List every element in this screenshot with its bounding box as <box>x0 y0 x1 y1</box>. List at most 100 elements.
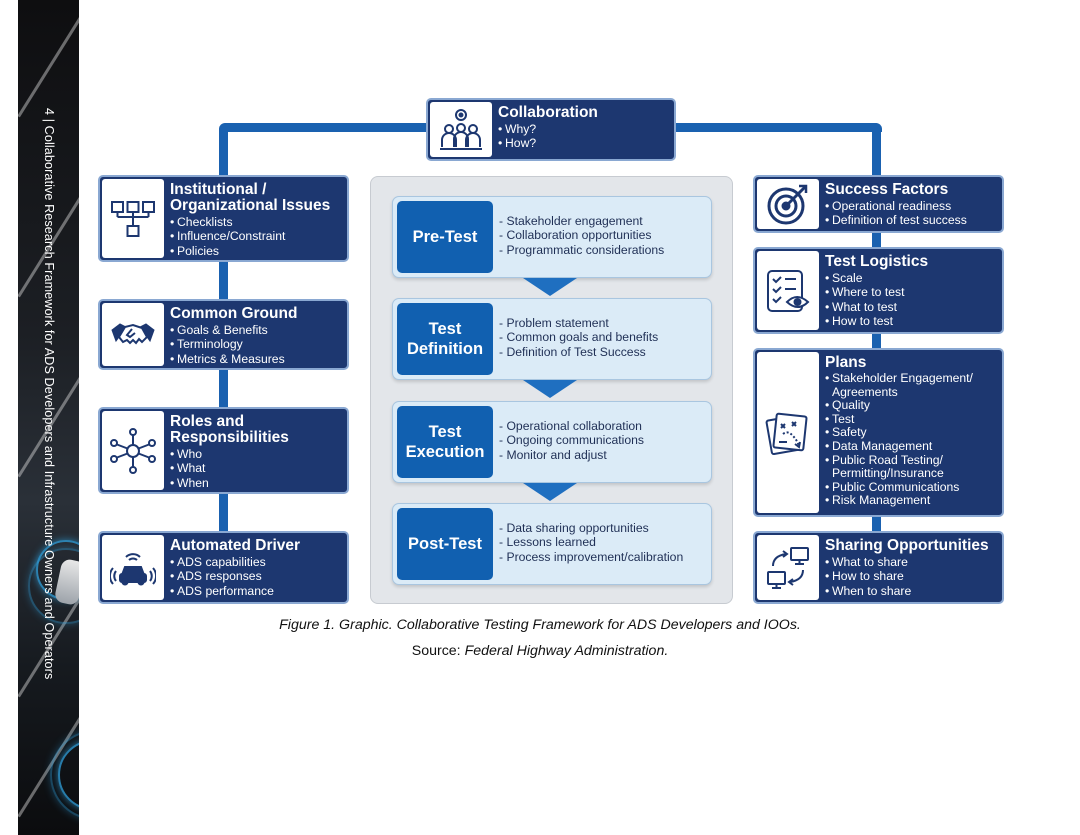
card-list: Checklists Influence/Constraint Policies <box>170 215 341 258</box>
list-item: How to test <box>825 314 996 329</box>
list-item: Programmatic considerations <box>499 243 664 257</box>
card-title: Institutional / Organizational Issues <box>170 181 331 214</box>
list-item: Lessons learned <box>499 535 683 549</box>
card-list: Scale Where to test What to test How to … <box>825 271 996 328</box>
list-item: Common goals and benefits <box>499 330 658 344</box>
list-item: Operational readiness <box>825 199 996 214</box>
target-icon <box>757 179 819 229</box>
list-item: Risk Management <box>825 494 996 508</box>
collaboration-list: Why? How? <box>498 122 668 151</box>
list-item: When <box>170 476 341 491</box>
list-item: ADS responses <box>170 569 341 584</box>
list-item: Who <box>170 447 341 462</box>
list-item: Public Communications <box>825 480 996 495</box>
list-item: What <box>170 461 341 476</box>
list-item: Why? <box>498 122 668 137</box>
flow-arrow <box>523 380 577 398</box>
card-list: Operational readiness Definition of test… <box>825 199 996 228</box>
side-banner <box>18 0 79 835</box>
flow-arrow <box>523 483 577 501</box>
plans-card: Plans Stakeholder Engagement/ Agreements… <box>753 348 1004 517</box>
phase-label: Test Definition <box>397 303 493 375</box>
source-prefix: Source: <box>411 643 465 659</box>
list-item: Operational collaboration <box>499 419 644 433</box>
flow-arrow <box>523 278 577 296</box>
phase-pre-test: Pre-Test Stakeholder engagement Collabor… <box>392 196 712 278</box>
org-chart-icon <box>102 179 164 258</box>
list-item: When to share <box>825 584 996 599</box>
handshake-icon <box>102 303 164 366</box>
list-item: Stakeholder Engagement/ Agreements <box>825 371 996 399</box>
common-ground-card: Common Ground Goals & Benefits Terminolo… <box>98 299 349 370</box>
roles-responsibilities-card: Roles and Responsibilities Who What When <box>98 407 349 494</box>
figure-source: Source: Federal Highway Administration. <box>412 643 669 659</box>
card-title: Plans <box>825 354 867 371</box>
phase-label: Test Execution <box>397 406 493 478</box>
list-item: How? <box>498 136 668 151</box>
card-title: Roles and Responsibilities <box>170 413 289 446</box>
list-item: What to share <box>825 555 996 570</box>
screen-share-icon <box>757 535 819 600</box>
list-item: Stakeholder engagement <box>499 214 664 228</box>
card-title: Automated Driver <box>170 537 301 554</box>
source-name: Federal Highway Administration. <box>464 643 669 659</box>
side-label: 4 | Collaborative Research Framework for… <box>42 108 56 680</box>
list-item: Goals & Benefits <box>170 323 341 338</box>
list-item: Process improvement/calibration <box>499 550 683 564</box>
playbook-icon <box>757 352 819 513</box>
list-item: ADS performance <box>170 584 341 599</box>
institutional-issues-card: Institutional / Organizational Issues Ch… <box>98 175 349 262</box>
list-item: Influence/Constraint <box>170 229 341 244</box>
list-item: Definition of Test Success <box>499 345 658 359</box>
list-item: Metrics & Measures <box>170 352 341 367</box>
figure-caption: Figure 1. Graphic. Collaborative Testing… <box>279 617 801 633</box>
list-item: Scale <box>825 271 996 286</box>
list-item: Where to test <box>825 285 996 300</box>
phase-list: Stakeholder engagement Collaboration opp… <box>499 214 664 257</box>
phase-list: Operational collaboration Ongoing commun… <box>499 419 644 462</box>
list-item: Ongoing communications <box>499 433 644 447</box>
phase-label: Post-Test <box>397 508 493 580</box>
card-list: Who What When <box>170 447 341 490</box>
card-list: Stakeholder Engagement/ Agreements Quali… <box>825 371 996 508</box>
phase-test-definition: Test Definition Problem statement Common… <box>392 298 712 380</box>
phase-post-test: Post-Test Data sharing opportunities Les… <box>392 503 712 585</box>
list-item: Quality <box>825 399 996 413</box>
checklist-eye-icon <box>757 251 819 330</box>
phase-list: Problem statement Common goals and benef… <box>499 316 658 359</box>
list-item: Test <box>825 412 996 427</box>
list-item: Policies <box>170 244 341 259</box>
card-list: ADS capabilities ADS responses ADS perfo… <box>170 555 341 598</box>
list-item: Checklists <box>170 215 341 230</box>
sharing-opportunities-card: Sharing Opportunities What to share How … <box>753 531 1004 604</box>
list-item: Definition of test success <box>825 213 996 228</box>
card-list: What to share How to share When to share <box>825 555 996 598</box>
list-item: Problem statement <box>499 316 658 330</box>
phase-list: Data sharing opportunities Lessons learn… <box>499 521 683 564</box>
card-title: Sharing Opportunities <box>825 537 989 554</box>
card-title: Common Ground <box>170 305 298 322</box>
list-item: How to share <box>825 569 996 584</box>
collaboration-title: Collaboration <box>498 104 598 121</box>
list-item: Safety <box>825 426 996 440</box>
card-list: Goals & Benefits Terminology Metrics & M… <box>170 323 341 366</box>
list-item: Data Management <box>825 439 996 454</box>
test-logistics-card: Test Logistics Scale Where to test What … <box>753 247 1004 334</box>
team-meeting-icon <box>430 102 492 157</box>
list-item: Monitor and adjust <box>499 448 644 462</box>
automated-driver-card: Automated Driver ADS capabilities ADS re… <box>98 531 349 604</box>
list-item: Collaboration opportunities <box>499 228 664 242</box>
card-title: Test Logistics <box>825 253 929 270</box>
collaboration-card: Collaboration Why? How? <box>426 98 676 161</box>
phase-label: Pre-Test <box>397 201 493 273</box>
card-title: Success Factors <box>825 181 949 198</box>
list-item: Data sharing opportunities <box>499 521 683 535</box>
success-factors-card: Success Factors Operational readiness De… <box>753 175 1004 233</box>
network-hub-icon <box>102 411 164 490</box>
connected-car-icon <box>102 535 164 600</box>
list-item: ADS capabilities <box>170 555 341 570</box>
phase-test-execution: Test Execution Operational collaboration… <box>392 401 712 483</box>
list-item: What to test <box>825 300 996 315</box>
list-item: Terminology <box>170 337 341 352</box>
list-item: Public Road Testing/ Permitting/Insuranc… <box>825 453 996 481</box>
